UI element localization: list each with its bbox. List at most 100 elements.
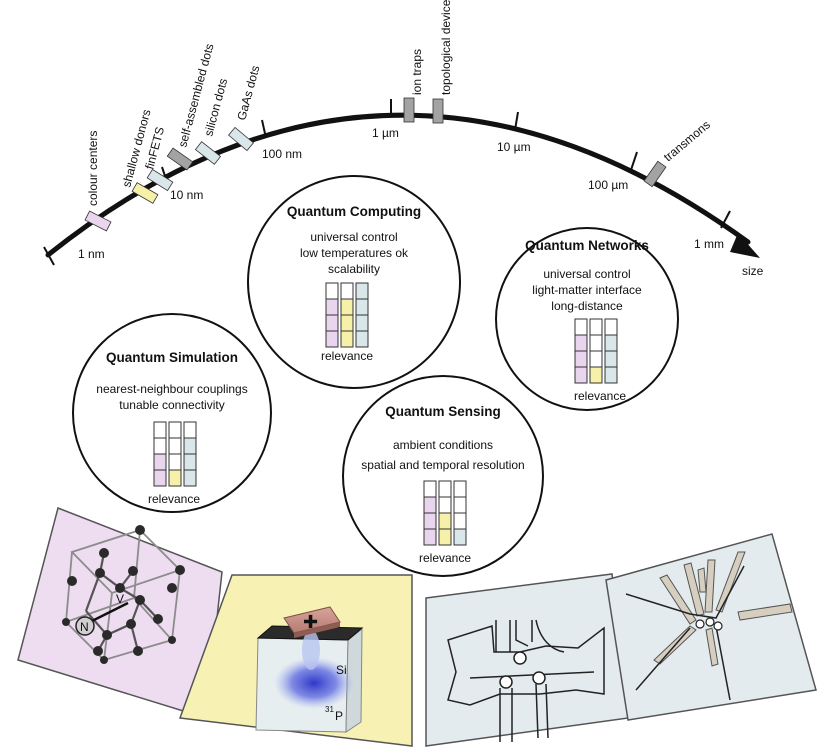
relevance-cell [574, 334, 588, 352]
tech-marker [131, 182, 159, 204]
nitrogen-label: N [80, 620, 89, 634]
transmon-outline [625, 565, 745, 701]
dot-contact [513, 651, 527, 665]
relevance-cell [423, 512, 437, 530]
relevance-cell [423, 480, 437, 498]
relevance-cell [604, 350, 618, 368]
current-beam [302, 630, 320, 670]
relevance-cell [153, 421, 167, 439]
relevance-cell [355, 314, 369, 332]
circle-quantum-computing: Quantum Computing universal control low … [247, 175, 461, 389]
relevance-label: relevance [574, 389, 626, 403]
relevance-grid [325, 282, 369, 348]
relevance-cell [183, 469, 197, 487]
tick-label-10nm: 10 nm [170, 188, 203, 202]
tech-marker [643, 160, 667, 188]
tick-label-100um: 100 µm [588, 178, 628, 192]
relevance-cell [168, 469, 182, 487]
circle-line: light-matter interface [532, 283, 642, 297]
circle-quantum-simulation: Quantum Simulation nearest-neighbour cou… [72, 313, 272, 513]
tech-marker [228, 126, 254, 152]
relevance-cell [355, 282, 369, 300]
relevance-cell [589, 366, 603, 384]
tech-marker [84, 210, 112, 232]
relevance-cell [325, 314, 339, 332]
relevance-cell [589, 334, 603, 352]
relevance-cell [589, 318, 603, 336]
tick-label-100nm: 100 nm [262, 147, 302, 161]
circle-title: Quantum Simulation [106, 350, 238, 365]
relevance-cell [574, 350, 588, 368]
tech-transmons: transmons [643, 118, 713, 188]
tick-100um [630, 151, 638, 171]
si-label: Si [336, 663, 347, 677]
panel-donor-silicon: ✚ Si 31 P [178, 574, 413, 747]
relevance-cell [340, 282, 354, 300]
dot-contact [499, 675, 513, 689]
relevance-cell [438, 528, 452, 546]
tick-label-10um: 10 µm [497, 140, 531, 154]
tick-10um [514, 111, 519, 131]
tick-1nm [43, 246, 55, 266]
relevance-cell [453, 480, 467, 498]
relevance-cell [438, 480, 452, 498]
circle-line: nearest-neighbour couplings [96, 382, 247, 396]
relevance-cell [153, 453, 167, 471]
carbon-atoms [62, 525, 185, 664]
tech-label: GaAs dots [234, 64, 262, 122]
tech-label: topological devices [439, 0, 453, 95]
circle-title: Quantum Sensing [385, 404, 501, 419]
tech-marker [403, 97, 415, 123]
panel-background [605, 533, 817, 721]
tech-label: transmons [661, 118, 713, 165]
relevance-cell [168, 453, 182, 471]
relevance-cell [574, 318, 588, 336]
circle-line: ambient conditions [393, 438, 493, 452]
relevance-grid [423, 480, 467, 546]
tech-ion-traps: ion traps [403, 49, 424, 123]
relevance-cell [438, 512, 452, 530]
circle-outline [72, 313, 272, 513]
tech-topological-devices: topological devices [432, 0, 453, 124]
circle-line: universal control [310, 230, 397, 244]
circle-outline [247, 175, 461, 389]
tech-marker [432, 98, 444, 124]
relevance-cell [589, 350, 603, 368]
circle-title: Quantum Computing [287, 204, 421, 219]
relevance-cell [355, 330, 369, 348]
relevance-cell [168, 421, 182, 439]
circle-line: spatial and temporal resolution [361, 458, 524, 472]
nitrogen-atom [75, 616, 95, 636]
scale-arrowhead [730, 233, 760, 258]
gate-pattern [447, 619, 605, 706]
relevance-cell [325, 298, 339, 316]
relevance-cell [168, 437, 182, 455]
junction-pad [705, 617, 715, 627]
tick-label-1mm: 1 mm [694, 237, 724, 251]
relevance-cell [153, 437, 167, 455]
panel-nv-center: N V [17, 506, 223, 719]
relevance-cell [453, 528, 467, 546]
dot-contact [532, 671, 546, 685]
relevance-cell [355, 298, 369, 316]
tech-label: ion traps [410, 49, 424, 95]
relevance-cell [325, 330, 339, 348]
circle-line: universal control [543, 267, 630, 281]
gate-front [294, 622, 340, 638]
relevance-grid [574, 318, 618, 384]
relevance-cell [183, 421, 197, 439]
panel-quantum-dot [425, 573, 629, 747]
tech-marker [194, 141, 222, 165]
relevance-cell [340, 314, 354, 332]
relevance-cell [423, 496, 437, 514]
relevance-cell [153, 469, 167, 487]
relevance-cell [453, 496, 467, 514]
relevance-cell [453, 512, 467, 530]
circle-quantum-sensing: Quantum Sensing ambient conditions spati… [342, 375, 544, 577]
relevance-cell [438, 496, 452, 514]
relevance-cell [574, 366, 588, 384]
circle-line: long-distance [551, 299, 623, 313]
vacancy-label: V [116, 592, 124, 606]
p-isotope-label: 31 [325, 705, 334, 714]
